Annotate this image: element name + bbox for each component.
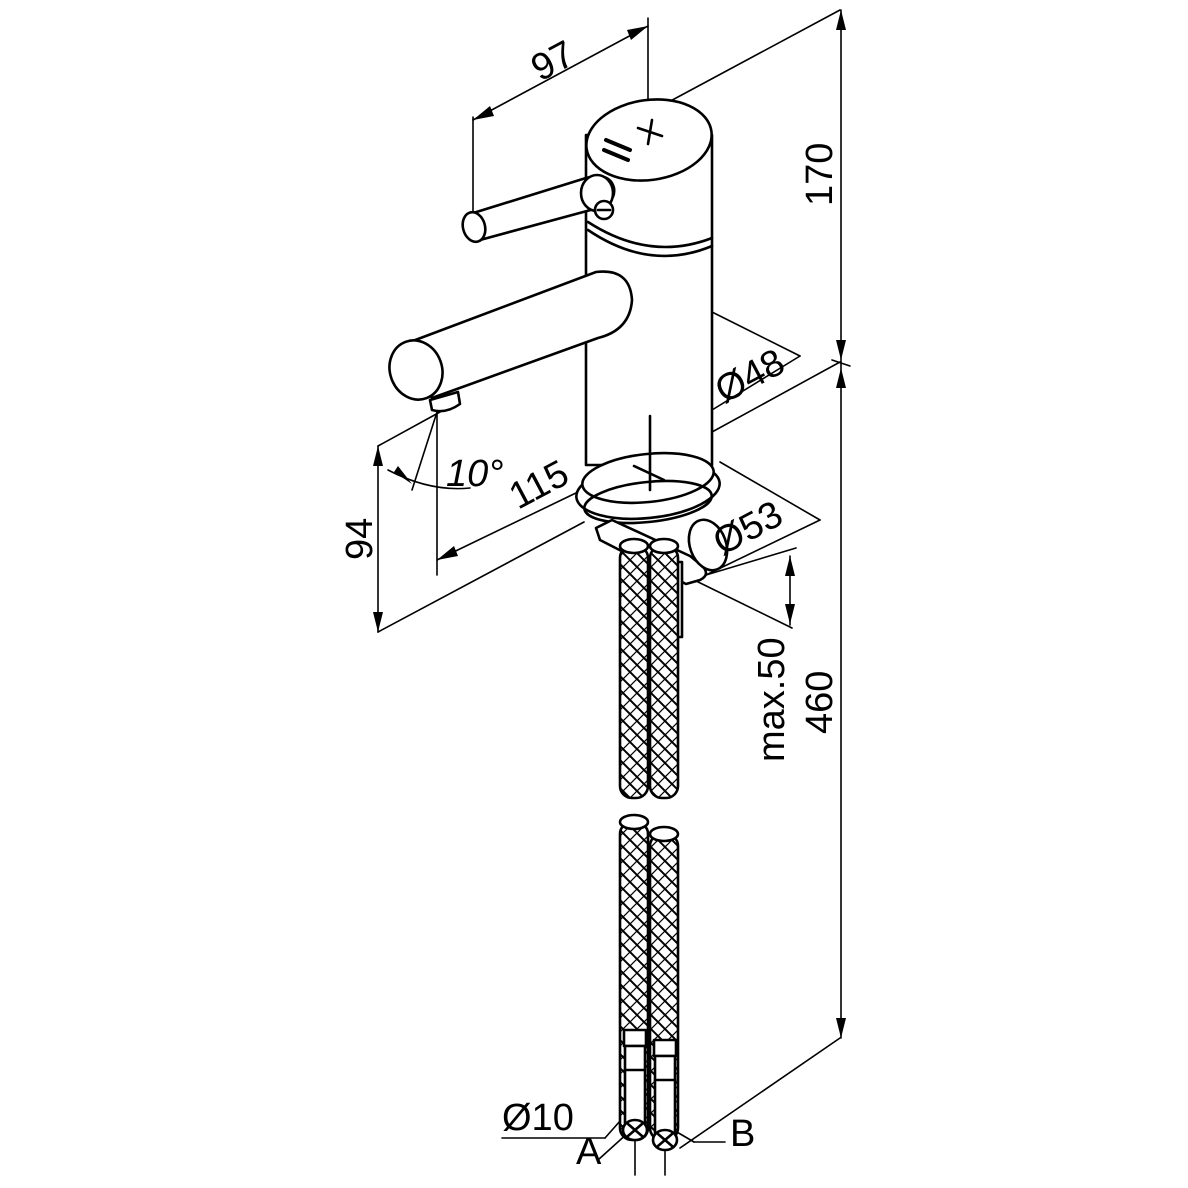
- spout-angle-label: 10°: [446, 453, 503, 495]
- spout-outlet: [388, 339, 444, 401]
- mounting-nut: [687, 518, 729, 572]
- body-height-label: 170: [799, 143, 841, 206]
- hose-diameter-label: Ø10: [502, 1097, 574, 1139]
- spout-reach-dimension-line: [436, 491, 579, 561]
- hose-length-label: 460: [799, 671, 841, 734]
- handle-reach-label: 97: [525, 33, 582, 90]
- supply-hoses: [618, 537, 680, 1176]
- hose-a-ferrule: [622, 1028, 648, 1048]
- base-ring-top: [581, 451, 715, 505]
- spout-angle-arc: [387, 469, 471, 490]
- hose-b-connector: [653, 1054, 677, 1138]
- hose-b-ferrule: [652, 1038, 678, 1058]
- faucet-body: [584, 98, 714, 467]
- hose-a-label: A: [576, 1131, 602, 1173]
- hose-b-label: B: [730, 1113, 755, 1155]
- handle-lever[interactable]: [459, 173, 616, 245]
- hose-b-upper: [648, 544, 680, 800]
- body-diameter-dimension-line: [711, 355, 801, 411]
- handle-reach-dimension-line: [472, 25, 649, 121]
- spout-arm: [408, 270, 634, 400]
- body-diameter-label: Ø48: [709, 341, 792, 412]
- aerator: [428, 390, 462, 413]
- spout: [388, 270, 634, 413]
- spout-reach-label: 115: [503, 452, 576, 518]
- lever-tip[interactable]: [459, 210, 488, 245]
- base-diameter-dimension-line: [705, 519, 821, 576]
- deck-thickness-label: max.50: [751, 637, 793, 762]
- hose-a-upper: [618, 544, 650, 800]
- spout-height-label: 94: [339, 518, 381, 560]
